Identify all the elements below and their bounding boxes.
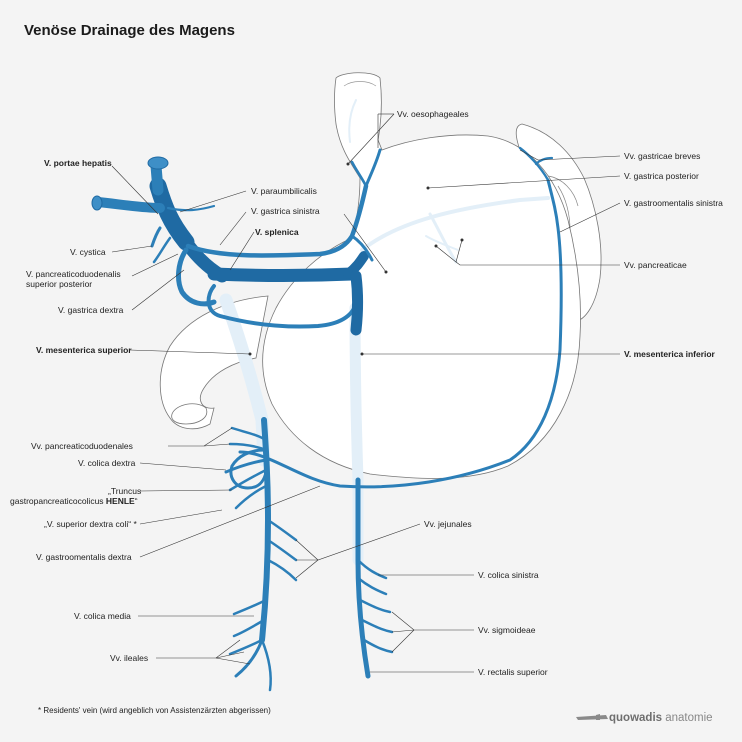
label-truncus-henle: „Truncus gastropancreaticocolicus HENLE“ (10, 486, 144, 506)
label-superior-dextra-coli: „V. superior dextra coli“ * (44, 519, 137, 529)
label-gastricae-breves: Vv. gastricae breves (624, 151, 700, 161)
label-gastroomentalis-dextra: V. gastroomentalis dextra (36, 552, 132, 562)
label-colica-dextra: V. colica dextra (78, 458, 136, 468)
footnote: * Residents' vein (wird angeblich von As… (38, 706, 271, 715)
left-gastric-vein (185, 183, 369, 258)
veins (91, 146, 563, 692)
label-gastrica-posterior: V. gastrica posterior (624, 171, 699, 181)
leader-dots (248, 162, 464, 356)
brand-name-bold: quowadis (609, 712, 662, 724)
leader-lines (111, 113, 621, 673)
brand-name-light: anatomie (662, 712, 713, 724)
scalpel-icon (576, 715, 608, 720)
label-jejunales: Vv. jejunales (424, 519, 472, 529)
label-pancreaticoduodenales: Vv. pancreaticoduodenales (31, 441, 133, 451)
svg-text:quowadis anatomie: quowadis anatomie (609, 712, 713, 724)
inferior-mesenteric-vein (355, 477, 371, 679)
spleen-hilum (547, 175, 579, 231)
gastroomentalis-vein (238, 178, 563, 489)
label-mesenterica-superior: V. mesenterica superior (36, 345, 132, 355)
splenic-vein (207, 267, 359, 282)
label-paraumbilicalis: V. paraumbilicalis (251, 186, 317, 196)
label-gastroomentalis-sinistra: V. gastroomentalis sinistra (624, 198, 723, 208)
label-sigmoideae: Vv. sigmoideae (478, 625, 536, 635)
label-ileales: Vv. ileales (110, 653, 148, 663)
label-pancreaticoduodenalis-sp: V. pancreaticoduodenalis superior poster… (26, 269, 123, 289)
portal-vein (149, 177, 195, 251)
diagram-title: Venöse Drainage des Magens (24, 22, 235, 39)
oesophagus-opening (343, 81, 377, 87)
label-rectalis-superior: V. rectalis superior (478, 667, 548, 677)
label-gastrica-sinistra: V. gastrica sinistra (251, 206, 320, 216)
label-mesenterica-inferior: V. mesenterica inferior (624, 349, 716, 359)
label-colica-sinistra: V. colica sinistra (478, 570, 539, 580)
brand-logo: quowadis anatomie (576, 712, 713, 724)
label-pancreaticae: Vv. pancreaticae (624, 260, 687, 270)
label-portae-hepatis: V. portae hepatis (44, 158, 112, 168)
duodenum-opening (171, 403, 208, 425)
label-splenica: V. splenica (255, 227, 299, 237)
label-gastrica-dextra: V. gastrica dextra (58, 305, 124, 315)
label-cystica: V. cystica (70, 247, 106, 257)
label-oesophageales: Vv. oesophageales (397, 109, 469, 119)
label-colica-media: V. colica media (74, 611, 131, 621)
